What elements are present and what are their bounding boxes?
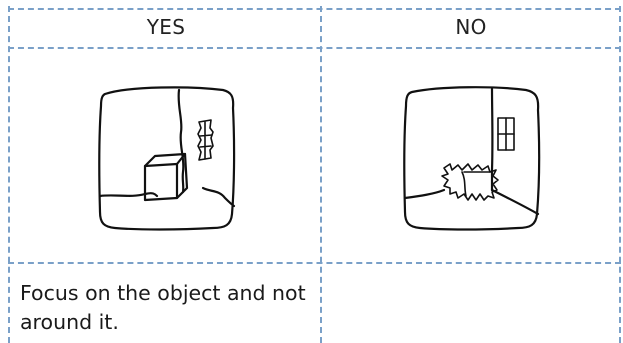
table-border-images: [8, 262, 621, 264]
yes-image-cell: [10, 50, 322, 262]
instruction-caption: Focus on the object and not around it.: [20, 279, 310, 337]
header-yes: YES: [10, 8, 322, 46]
table-border-header: [8, 47, 621, 49]
no-image-cell: [322, 50, 620, 262]
header-no: NO: [322, 8, 620, 46]
no-room-drawing: [400, 80, 542, 232]
yes-room-drawing: [95, 80, 237, 232]
